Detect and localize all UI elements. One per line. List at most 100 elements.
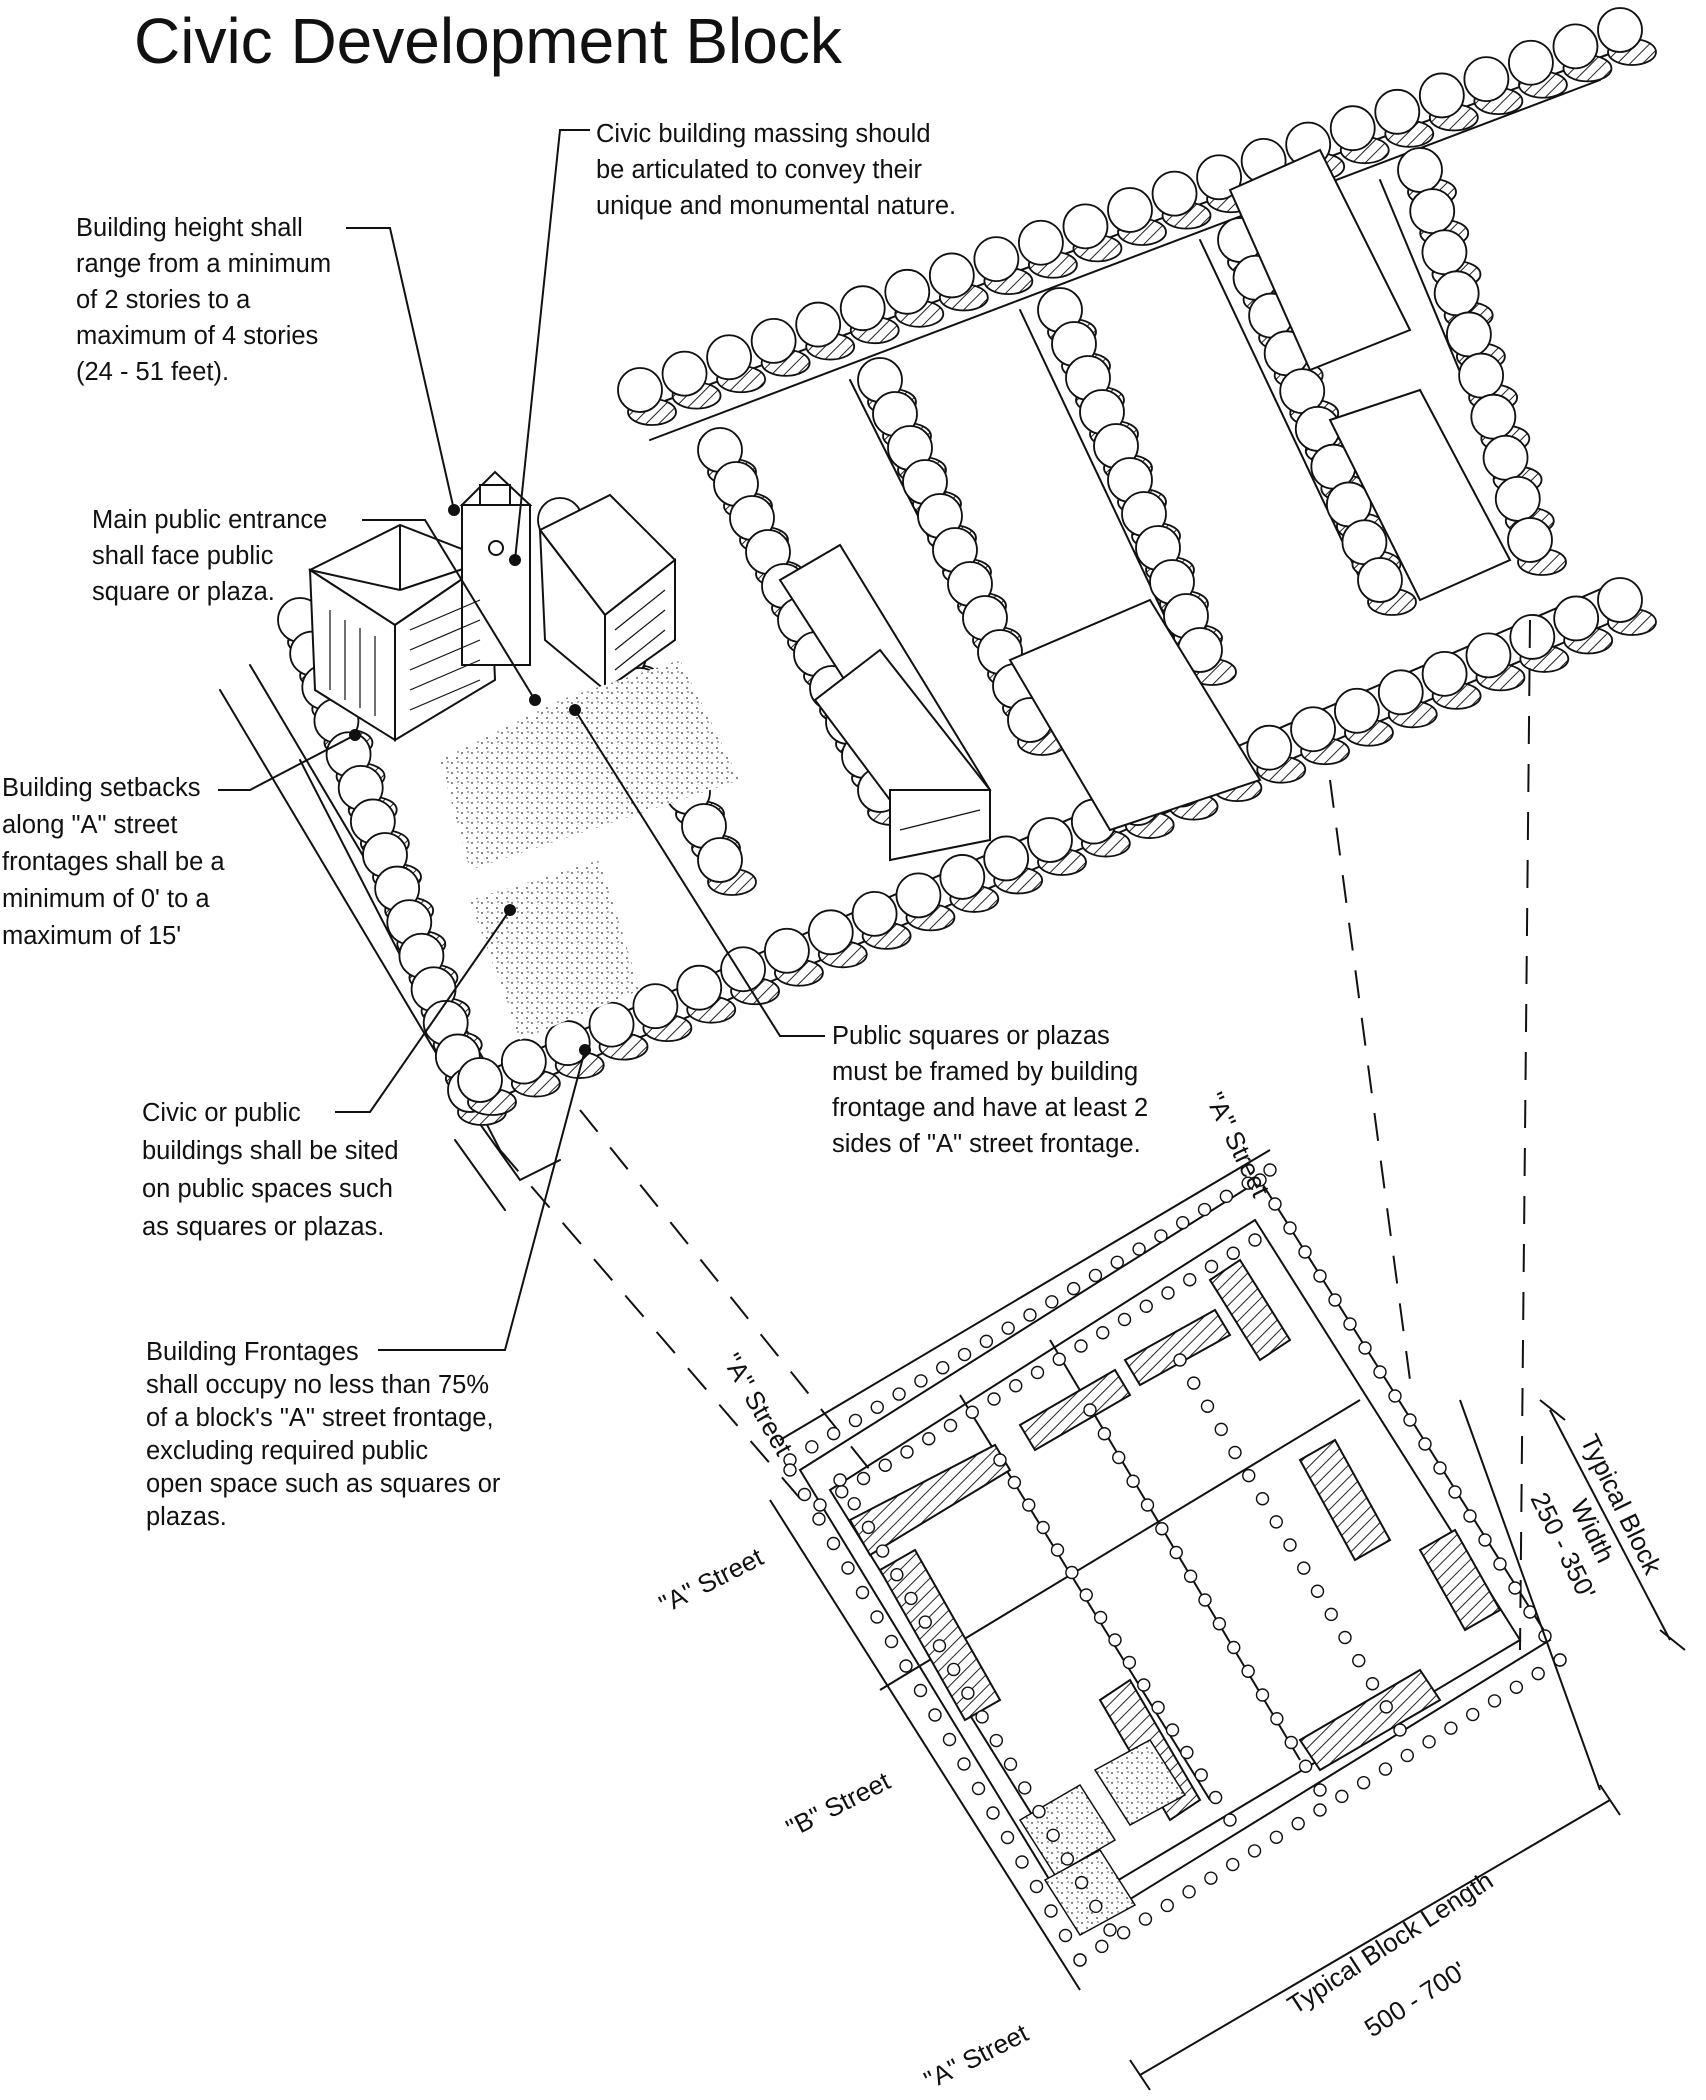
plan-tree	[1052, 1352, 1066, 1366]
plan-tree	[1183, 1273, 1197, 1287]
plan-tree	[1393, 1723, 1407, 1737]
plan-tree	[1226, 1857, 1240, 1872]
plan-tree	[1169, 1545, 1183, 1560]
plan-tree	[1046, 1828, 1060, 1842]
tree	[632, 983, 679, 1030]
plan-tree	[1065, 1565, 1079, 1580]
tree	[697, 837, 743, 883]
plan-tree	[1478, 1533, 1492, 1547]
tree	[1482, 434, 1529, 481]
note-building-height: Building height shall range from a minim…	[76, 214, 332, 386]
plan-tree	[1140, 1498, 1155, 1512]
plan-tree	[1003, 1757, 1018, 1771]
plan-tree	[1160, 1898, 1174, 1913]
plan-tree	[1066, 1281, 1081, 1296]
tree	[851, 890, 898, 937]
plan-tree	[1247, 1844, 1262, 1858]
plan-tree	[1373, 1365, 1387, 1379]
plan-tree	[914, 1374, 928, 1388]
tree	[1196, 154, 1242, 201]
plan-tree	[1110, 1255, 1124, 1269]
plan-tree	[1356, 1776, 1371, 1790]
note-civic-massing: Civic building massing should be articul…	[596, 120, 957, 220]
projection-lines	[499, 619, 1531, 1651]
plan-tree	[900, 1445, 914, 1459]
plan-tree	[1255, 1688, 1270, 1702]
plan-tree	[1297, 1561, 1311, 1575]
plan-tree	[878, 1458, 892, 1472]
plan-tree	[1284, 1735, 1298, 1750]
plan-tree	[861, 1520, 876, 1535]
plan-tree	[1138, 1912, 1153, 1926]
tree	[1151, 170, 1198, 217]
plan-tree	[989, 1733, 1004, 1748]
plan-tree	[1093, 1610, 1108, 1625]
plan-tree	[813, 1498, 827, 1512]
tree	[1062, 203, 1109, 250]
plan-tree	[812, 1512, 826, 1526]
plan-tree	[993, 1453, 1007, 1467]
plan-tree	[1155, 1522, 1169, 1536]
tree	[1409, 188, 1456, 235]
plan-tree	[1103, 1923, 1117, 1937]
plan-tree	[971, 1781, 986, 1796]
plan-tree	[957, 1757, 971, 1771]
tree	[1597, 577, 1643, 623]
plan-tree	[1018, 1781, 1032, 1795]
plan-tree	[1036, 1520, 1050, 1535]
plan-tree	[835, 1485, 849, 1499]
plan-tree	[1022, 1498, 1036, 1512]
plan-tree	[922, 1432, 936, 1446]
plan-tree	[1112, 1450, 1126, 1465]
plan-tree	[1283, 1538, 1297, 1552]
plan-tree	[1283, 1221, 1297, 1235]
plan-tree	[1182, 1885, 1196, 1899]
plan-tree	[1487, 1694, 1502, 1708]
plan-tree	[1132, 1242, 1146, 1256]
tree	[807, 909, 854, 956]
plan-plazas	[1018, 1739, 1187, 1936]
plan-tree	[1194, 1768, 1208, 1782]
plan-tree	[1253, 1173, 1267, 1187]
plan-tree	[826, 1426, 841, 1441]
plan-tree	[1183, 1569, 1198, 1583]
tree	[617, 367, 663, 413]
plan-tree	[1029, 1879, 1044, 1894]
plan-tree	[1418, 1437, 1432, 1451]
plan-tree	[1227, 1640, 1241, 1655]
plan-tree	[1358, 1341, 1372, 1355]
plan-tree	[918, 1615, 932, 1629]
plan-tree	[1400, 1748, 1414, 1763]
plan-tree	[1508, 1581, 1522, 1595]
plan-tree	[1403, 1413, 1417, 1427]
plan-tree	[1197, 1202, 1212, 1217]
plan-tree	[1208, 1790, 1223, 1805]
tree	[1552, 23, 1599, 70]
plan-tree	[1204, 1259, 1219, 1274]
tree	[939, 854, 986, 900]
plan-tree	[1228, 1445, 1242, 1460]
tree	[1397, 147, 1443, 193]
plan-tree	[1204, 1871, 1218, 1885]
tree	[928, 252, 975, 299]
plan-tree	[928, 1708, 942, 1722]
plan-tree	[1089, 1899, 1103, 1914]
tree	[1018, 219, 1064, 266]
tree	[1357, 557, 1403, 603]
plan-tree	[1214, 1422, 1228, 1437]
tree	[500, 1038, 547, 1085]
tree	[1246, 724, 1293, 771]
plan-tree	[987, 1392, 1001, 1406]
street-label-a-bottom: "A" Street	[919, 2017, 1033, 2095]
note-public-squares: Public squares or plazas must be framed …	[832, 1022, 1149, 1158]
tree	[706, 334, 752, 381]
plan-tree	[1001, 1321, 1015, 1335]
plan-tree	[1176, 1216, 1190, 1230]
tree	[1463, 56, 1510, 102]
plan-tree	[1269, 1830, 1284, 1844]
plan-tree	[899, 1659, 913, 1673]
plan-tree	[1180, 1745, 1194, 1760]
plan-tree	[1444, 1721, 1458, 1735]
note-civic-buildings: Civic or public buildings shall be sited…	[142, 1099, 399, 1241]
